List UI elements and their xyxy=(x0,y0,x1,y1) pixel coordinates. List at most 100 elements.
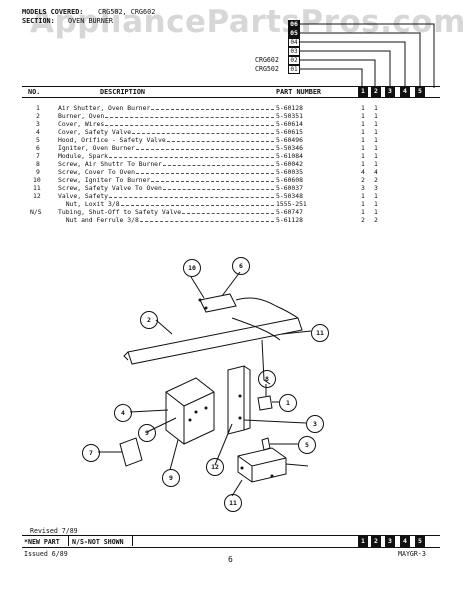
callout-bubble: 8 xyxy=(258,370,276,388)
code-col-4: 4 xyxy=(400,86,410,97)
row-qty-1: 1 xyxy=(361,104,365,112)
dotted-leader xyxy=(167,141,274,142)
table-row: 3 Cover, Wires 5-60614 1 1 xyxy=(0,120,463,128)
dotted-leader xyxy=(136,173,274,174)
code-col-3: 3 xyxy=(385,86,395,97)
row-qty-2: 1 xyxy=(374,200,378,208)
row-description: Cover, Safety Valve xyxy=(58,128,132,136)
row-qty-2: 2 xyxy=(374,176,378,184)
dotted-leader xyxy=(163,165,274,166)
row-part: 5-60128 xyxy=(276,104,303,112)
row-qty-2: 1 xyxy=(374,144,378,152)
code-box-01: 01 xyxy=(288,65,300,74)
row-description: Nut and Ferrule 3/8 xyxy=(58,216,139,224)
row-qty-2: 1 xyxy=(374,208,378,216)
table-row: 11 Screw, Safety Valve To Oven 5-60037 3… xyxy=(0,184,463,192)
row-description: Hood, Orifice - Safety Valve xyxy=(58,136,166,144)
row-description: Nut, Loxit 3/8 xyxy=(58,200,120,208)
row-description: Air Shutter, Oven Burner xyxy=(58,104,151,112)
row-description: Screw, Air Shuttr To Burner xyxy=(58,160,162,168)
row-qty-1: 1 xyxy=(361,160,365,168)
table-top-rule xyxy=(22,86,440,87)
row-qty-1: 3 xyxy=(361,184,365,192)
table-row: 7 Module, Spark 5-61084 1 1 xyxy=(0,152,463,160)
table-row: N/S Tubing, Shut-Off to Safety Valve 5-6… xyxy=(0,208,463,216)
footer-code-col-1: 1 xyxy=(358,536,368,547)
row-part: 5-60608 xyxy=(276,176,303,184)
row-qty-2: 1 xyxy=(374,104,378,112)
row-qty-2: 3 xyxy=(374,184,378,192)
footer-divider xyxy=(132,536,133,546)
row-no: 1 xyxy=(36,104,40,112)
new-part-note: *NEW PART xyxy=(24,538,60,546)
callout-bubble: 2 xyxy=(140,311,158,329)
row-qty-1: 1 xyxy=(361,120,365,128)
row-qty-1: 1 xyxy=(361,144,365,152)
table-row: 8 Screw, Air Shuttr To Burner 5-60042 1 … xyxy=(0,160,463,168)
callout-bubble: 12 xyxy=(206,458,224,476)
ladder-lines xyxy=(300,23,435,88)
table-row: 5 Hood, Orifice - Safety Valve 5-60496 1… xyxy=(0,136,463,144)
code-col-5: 5 xyxy=(415,86,425,97)
footer-code-col-3: 3 xyxy=(385,536,395,547)
row-qty-2: 1 xyxy=(374,120,378,128)
row-qty-1: 4 xyxy=(361,168,365,176)
dotted-leader xyxy=(182,213,274,214)
row-no: 3 xyxy=(36,120,40,128)
burner-tube-drawing xyxy=(127,317,303,365)
code-col-2: 2 xyxy=(371,86,381,97)
safety-valve-drawing xyxy=(237,447,287,483)
row-no: 11 xyxy=(33,184,41,192)
row-part: 5-61128 xyxy=(276,216,303,224)
footer-code-col-5: 5 xyxy=(415,536,425,547)
table-header-rule xyxy=(22,97,440,98)
table-row: 4 Cover, Safety Valve 5-60615 1 1 xyxy=(0,128,463,136)
table-row: Nut, Loxit 3/8 1555-251 1 1 xyxy=(0,200,463,208)
row-part: 5-60615 xyxy=(276,128,303,136)
row-part: 5-60747 xyxy=(276,208,303,216)
row-no: N/S xyxy=(30,208,42,216)
burner-tube-end xyxy=(123,351,129,361)
spark-module-drawing xyxy=(119,437,143,467)
dotted-leader xyxy=(136,149,274,150)
revised-date: Revised 7/89 xyxy=(30,527,78,535)
row-no: 8 xyxy=(36,160,40,168)
code-box-06: 06 xyxy=(288,20,300,29)
row-qty-2: 2 xyxy=(374,216,378,224)
row-description: Screw, Cover To Oven xyxy=(58,168,135,176)
row-qty-1: 1 xyxy=(361,200,365,208)
page-number: 6 xyxy=(228,555,233,564)
row-qty-2: 1 xyxy=(374,128,378,136)
dotted-leader xyxy=(140,221,274,222)
row-part: 5-60037 xyxy=(276,184,303,192)
igniter-drawing xyxy=(199,293,237,313)
table-row: 2 Burner, Oven 5-50351 1 1 xyxy=(0,112,463,120)
callout-bubble: 5 xyxy=(298,436,316,454)
orifice-hood-drawing xyxy=(261,437,271,451)
air-shutter-drawing xyxy=(257,395,273,411)
row-qty-1: 1 xyxy=(361,128,365,136)
callout-bubble: 11 xyxy=(311,324,329,342)
row-part: 5-50346 xyxy=(276,144,303,152)
col-header-no: NO. xyxy=(28,88,41,96)
row-description: Screw, Igniter To Burner xyxy=(58,176,151,184)
igniter-lead xyxy=(235,297,277,307)
row-part: 5-60496 xyxy=(276,136,303,144)
row-qty-2: 1 xyxy=(374,152,378,160)
row-no: 2 xyxy=(36,112,40,120)
row-description: Burner, Oven xyxy=(58,112,105,120)
footer-top-rule xyxy=(22,535,440,536)
row-no: 10 xyxy=(33,176,41,184)
dotted-leader xyxy=(105,117,274,118)
not-shown-note: N/S-NOT SHOWN xyxy=(72,538,124,546)
table-row: 10 Screw, Igniter To Burner 5-60608 2 2 xyxy=(0,176,463,184)
row-part: 5-61084 xyxy=(276,152,303,160)
callout-bubble: 11 xyxy=(224,494,242,512)
code-box-04: 04 xyxy=(288,38,300,47)
model-label-crg502: CRG502 xyxy=(255,65,279,73)
row-qty-2: 4 xyxy=(374,168,378,176)
row-description: Module, Spark xyxy=(58,152,109,160)
row-qty-1: 1 xyxy=(361,192,365,200)
section-value: OVEN BURNER xyxy=(68,17,114,25)
